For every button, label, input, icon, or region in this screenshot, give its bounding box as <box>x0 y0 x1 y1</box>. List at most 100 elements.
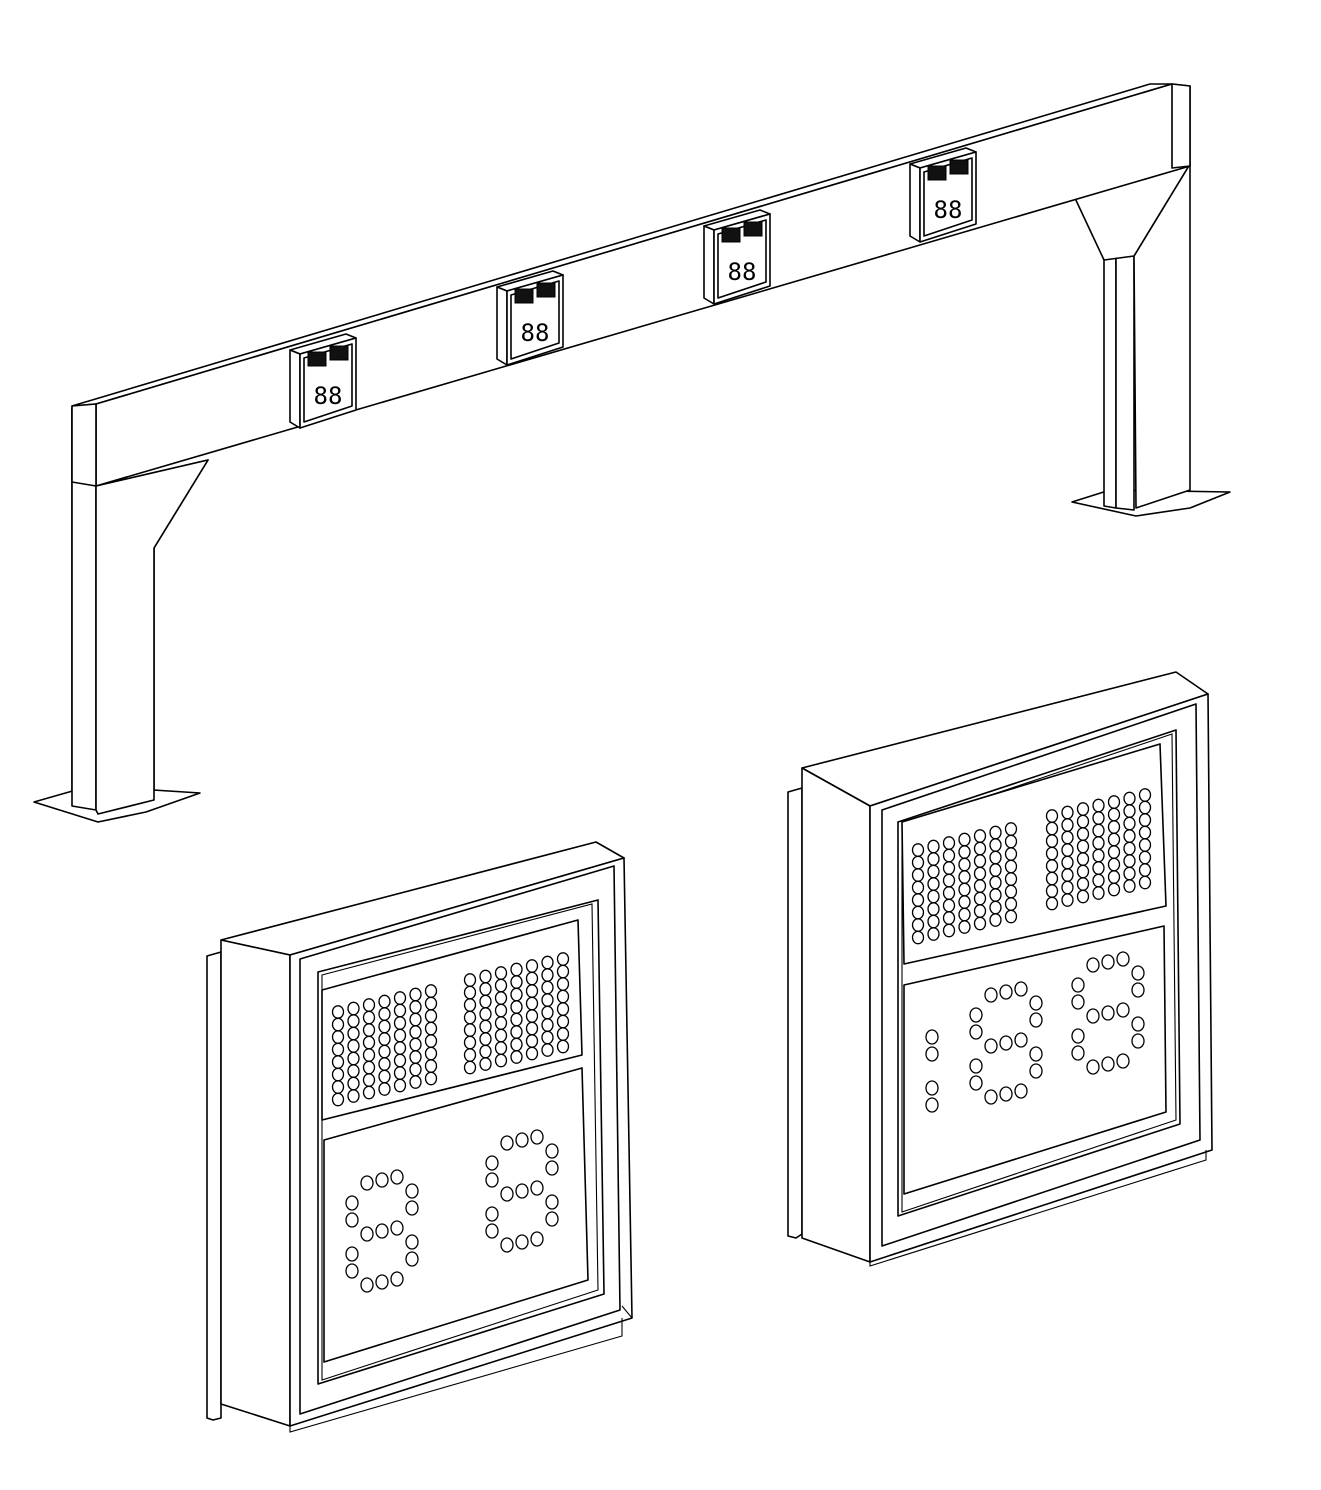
led-dot <box>942 898 956 913</box>
led-dot <box>393 1066 407 1080</box>
led-dot <box>1123 841 1136 856</box>
led-dot <box>525 984 539 998</box>
led-dot <box>409 1037 422 1052</box>
digit-dot <box>984 1038 998 1054</box>
led-dot <box>942 836 956 850</box>
digit-dot <box>925 1029 939 1045</box>
gantry-sign-digits: 88 <box>934 196 963 224</box>
led-dot <box>510 1000 523 1014</box>
gantry-beam <box>71 83 1191 487</box>
led-dot <box>393 1016 407 1030</box>
led-dot <box>1123 866 1136 881</box>
led-dot <box>1004 872 1018 886</box>
led-dot <box>973 916 987 931</box>
led-dot <box>525 1021 539 1036</box>
led-dot <box>1092 811 1105 825</box>
digit-dot <box>1131 1033 1145 1049</box>
led-dot <box>556 989 570 1004</box>
led-dot <box>1092 861 1105 875</box>
digit-dot <box>545 1194 559 1210</box>
led-dot <box>1138 788 1152 802</box>
digit-dot <box>1086 1008 1100 1024</box>
led-dot <box>973 904 987 918</box>
led-dot <box>494 1028 508 1043</box>
digit-dot <box>1116 1053 1130 1069</box>
gantry-right-post <box>1071 163 1231 517</box>
digit-dot <box>1071 1045 1085 1061</box>
digit-dot <box>545 1211 559 1227</box>
led-dot <box>958 920 971 934</box>
led-dot <box>1061 893 1074 907</box>
led-dot <box>989 913 1002 927</box>
led-dot <box>393 991 407 1005</box>
digit-dot <box>969 1007 983 1023</box>
digit-dot <box>925 1046 939 1062</box>
led-dot <box>393 1078 407 1093</box>
led-dot <box>463 973 477 987</box>
digit-dot <box>345 1195 359 1211</box>
gantry-sign-array-b <box>329 345 349 361</box>
led-dot <box>1076 827 1090 841</box>
led-dot <box>958 870 971 884</box>
led-dot <box>362 1073 376 1087</box>
led-dot <box>409 1025 422 1039</box>
digit-dot <box>515 1132 529 1148</box>
led-dot <box>973 866 987 881</box>
digit-dot <box>500 1237 514 1253</box>
led-dot <box>556 1002 570 1016</box>
led-dot <box>378 994 391 1009</box>
digit-dot <box>1086 957 1100 973</box>
led-dot <box>556 1027 570 1041</box>
led-dot <box>510 987 523 1002</box>
led-dot <box>1138 850 1152 865</box>
led-dot <box>973 841 987 856</box>
led-dot <box>1092 836 1105 850</box>
left-led-digits <box>345 1129 559 1293</box>
led-dot <box>1092 848 1105 863</box>
led-dot <box>479 1044 492 1059</box>
gantry-sign-3: 88 <box>703 209 771 305</box>
led-dot <box>479 1019 492 1034</box>
led-dot <box>541 993 554 1007</box>
led-dot <box>1138 875 1152 890</box>
led-dot <box>1045 859 1059 873</box>
led-dot <box>424 996 438 1011</box>
led-dot <box>331 1042 345 1057</box>
right-led-array-b <box>1045 788 1152 911</box>
led-dot <box>1123 854 1136 868</box>
digit-dot <box>999 1086 1013 1102</box>
gantry-sign-array-b <box>536 282 556 298</box>
led-dot <box>362 998 376 1012</box>
led-dot <box>911 905 925 920</box>
led-dot <box>1076 877 1090 891</box>
gantry-sign-array-a <box>721 227 741 243</box>
digit-dot <box>969 1058 983 1074</box>
led-dot <box>1123 829 1136 843</box>
led-dot <box>911 868 925 882</box>
led-dot <box>378 1019 391 1034</box>
led-dot <box>927 852 940 866</box>
led-dot <box>1004 884 1018 899</box>
led-dot <box>942 873 956 888</box>
led-dot <box>362 1048 376 1062</box>
led-dot <box>525 1046 539 1061</box>
digit-dot <box>1086 1059 1100 1075</box>
digit-dot <box>1131 982 1145 998</box>
led-dot <box>958 882 971 897</box>
led-dot <box>393 1053 407 1068</box>
led-dot <box>463 1010 477 1025</box>
led-dot <box>541 1005 554 1020</box>
left-led-array-b <box>463 952 570 1075</box>
led-dot <box>409 987 422 1002</box>
led-dot <box>973 854 987 868</box>
digit-dot <box>969 1024 983 1040</box>
led-dot <box>958 845 971 859</box>
digit-dot <box>485 1172 499 1188</box>
led-dot <box>927 864 940 879</box>
digit-dot <box>1014 981 1028 997</box>
led-dot <box>510 1037 523 1052</box>
digit-dot <box>375 1223 389 1239</box>
led-dot <box>927 877 940 891</box>
digit-dot <box>345 1212 359 1228</box>
gantry-sign-array-b <box>743 221 763 237</box>
